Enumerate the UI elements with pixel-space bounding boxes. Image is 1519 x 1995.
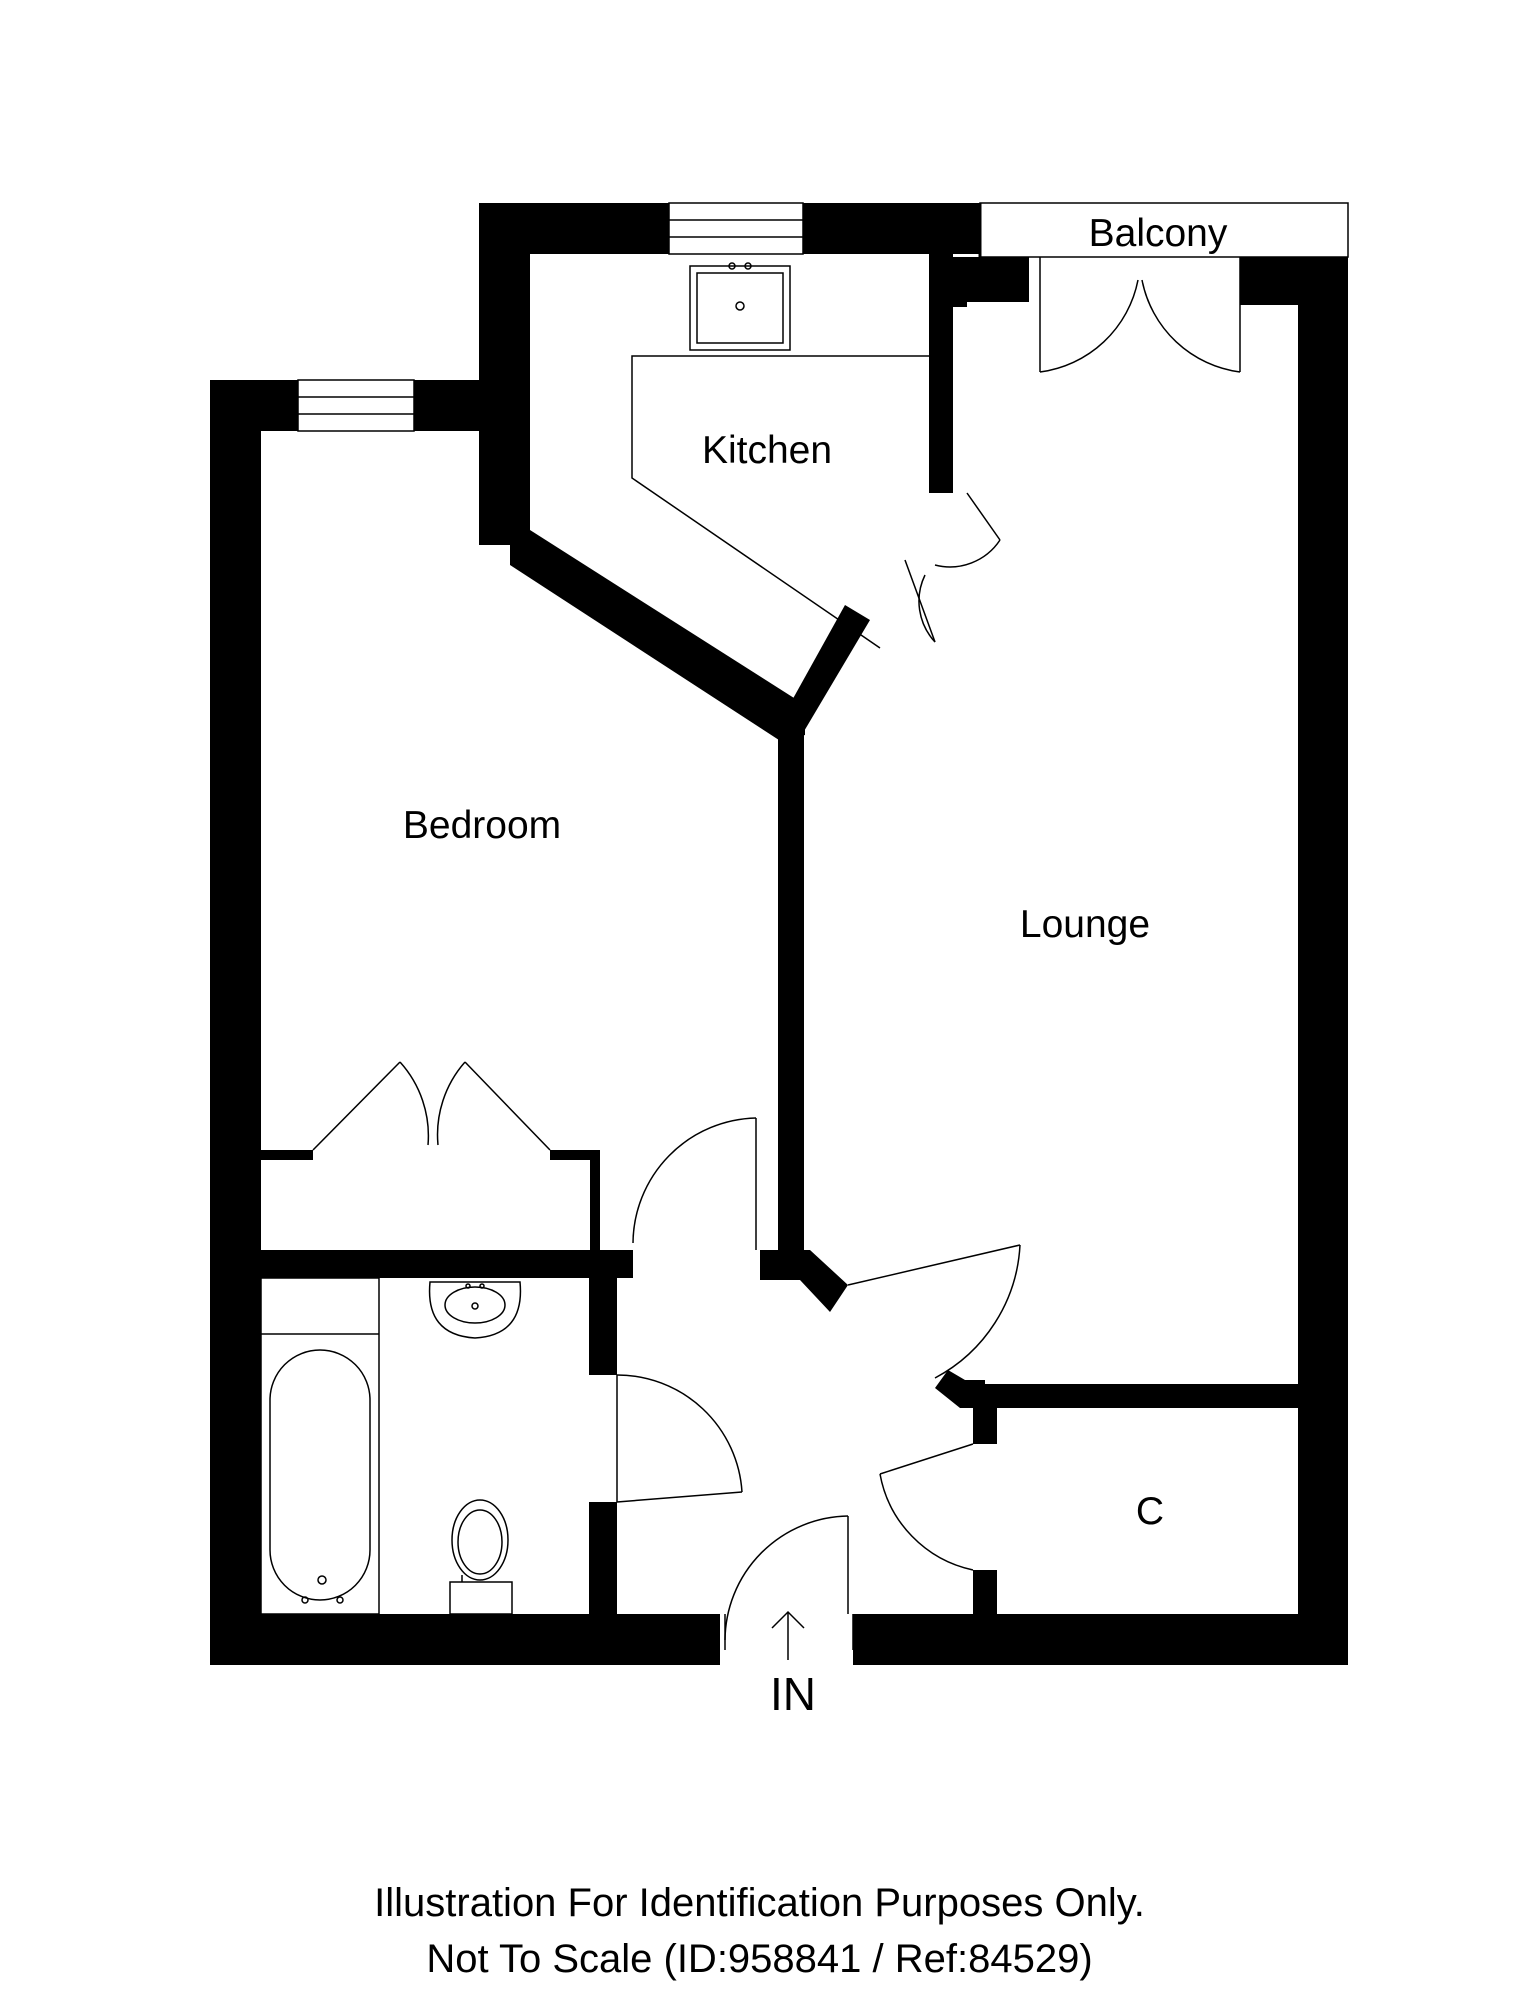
room-label-lounge: Lounge: [1020, 903, 1150, 946]
bathroom-fixtures: [260, 1277, 522, 1615]
disclaimer: Illustration For Identification Purposes…: [0, 1875, 1519, 1987]
wall-kitchen-left: [479, 203, 530, 545]
wall-kitchen-right: [929, 203, 953, 493]
entrance-arrow: [771, 1610, 805, 1660]
wall-cupboard-top: [960, 1384, 1298, 1408]
kitchen-worktop: [631, 355, 929, 649]
windows: [297, 202, 804, 432]
wall-bedroom-left: [210, 380, 261, 1665]
bedroom-window: [297, 379, 415, 432]
disclaimer-line-2: Not To Scale (ID:958841 / Ref:84529): [426, 1937, 1093, 1981]
wall-lounge-top-left: [953, 257, 1029, 302]
wall-wardrobe-right: [550, 1150, 598, 1160]
room-label-kitchen: Kitchen: [702, 429, 832, 472]
entrance-label: IN: [770, 1668, 816, 1720]
wall-bedroom-bottom-right: [760, 1250, 810, 1278]
wall-kitchen-top-right: [803, 203, 980, 254]
basin: [428, 1281, 522, 1339]
room-label-cupboard: C: [1136, 1490, 1164, 1533]
wall-bedroom-top-left: [210, 380, 298, 431]
balcony: [978, 202, 1349, 373]
wall-bottom-left: [210, 1614, 720, 1665]
wall-kitchen-top-left: [479, 203, 669, 254]
wall-bedroom-bottom-left: [261, 1250, 633, 1278]
room-label-bedroom: Bedroom: [403, 804, 561, 847]
wall-bottom-right: [853, 1614, 1348, 1665]
wall-lounge-right: [1298, 257, 1348, 1665]
wall-cupboard-left-bottom: [973, 1570, 997, 1620]
room-label-balcony: Balcony: [1089, 212, 1228, 255]
toilet: [451, 1499, 509, 1581]
walls: [210, 203, 1348, 1665]
kitchen-sink: [689, 265, 791, 351]
kitchen-fixtures: [631, 262, 1001, 649]
disclaimer-line-1: Illustration For Identification Purposes…: [374, 1881, 1145, 1925]
kitchen-window: [668, 202, 804, 255]
wall-diagonal-thick: [510, 530, 805, 742]
wall-cupboard-left-top: [973, 1384, 997, 1444]
wall-wardrobe-right-post: [590, 1150, 600, 1250]
wardrobe-doors: [312, 1061, 551, 1151]
wall-partition-vertical: [778, 718, 804, 1258]
wall-diagonal-short: [780, 605, 870, 738]
internal-doors: [616, 1117, 1021, 1650]
wall-wardrobe-left: [261, 1150, 313, 1160]
wall-bathroom-right-top: [589, 1278, 617, 1375]
wall-bathroom-right-bottom: [589, 1502, 617, 1614]
bathtub: [260, 1277, 380, 1615]
